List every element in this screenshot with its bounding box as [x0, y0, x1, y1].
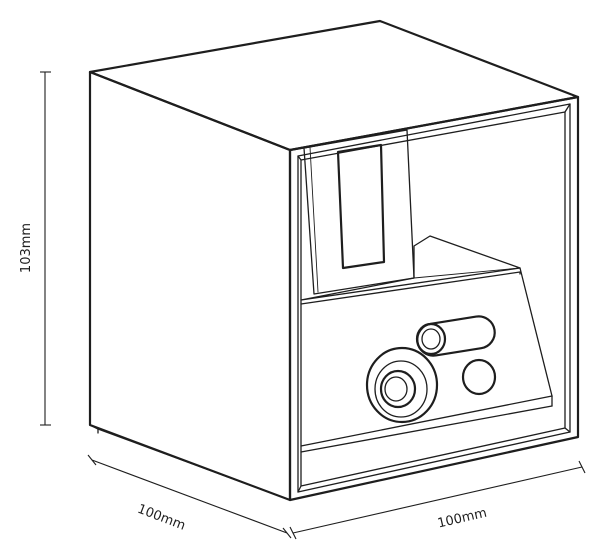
interior-back-panel — [303, 129, 415, 295]
height-label: 103mm — [19, 223, 34, 273]
control-module — [300, 235, 553, 453]
depth-dimension — [87, 454, 292, 539]
switch-window — [336, 143, 386, 270]
depth-label: 100mm — [135, 502, 187, 534]
slide-button — [415, 315, 496, 357]
width-label: 100mm — [436, 506, 488, 532]
open-face-frame — [288, 95, 580, 502]
box-outline — [88, 19, 580, 502]
height-dimension — [40, 71, 51, 426]
width-dimension — [289, 460, 586, 540]
rotary-knob — [365, 346, 439, 424]
round-button — [461, 358, 497, 396]
